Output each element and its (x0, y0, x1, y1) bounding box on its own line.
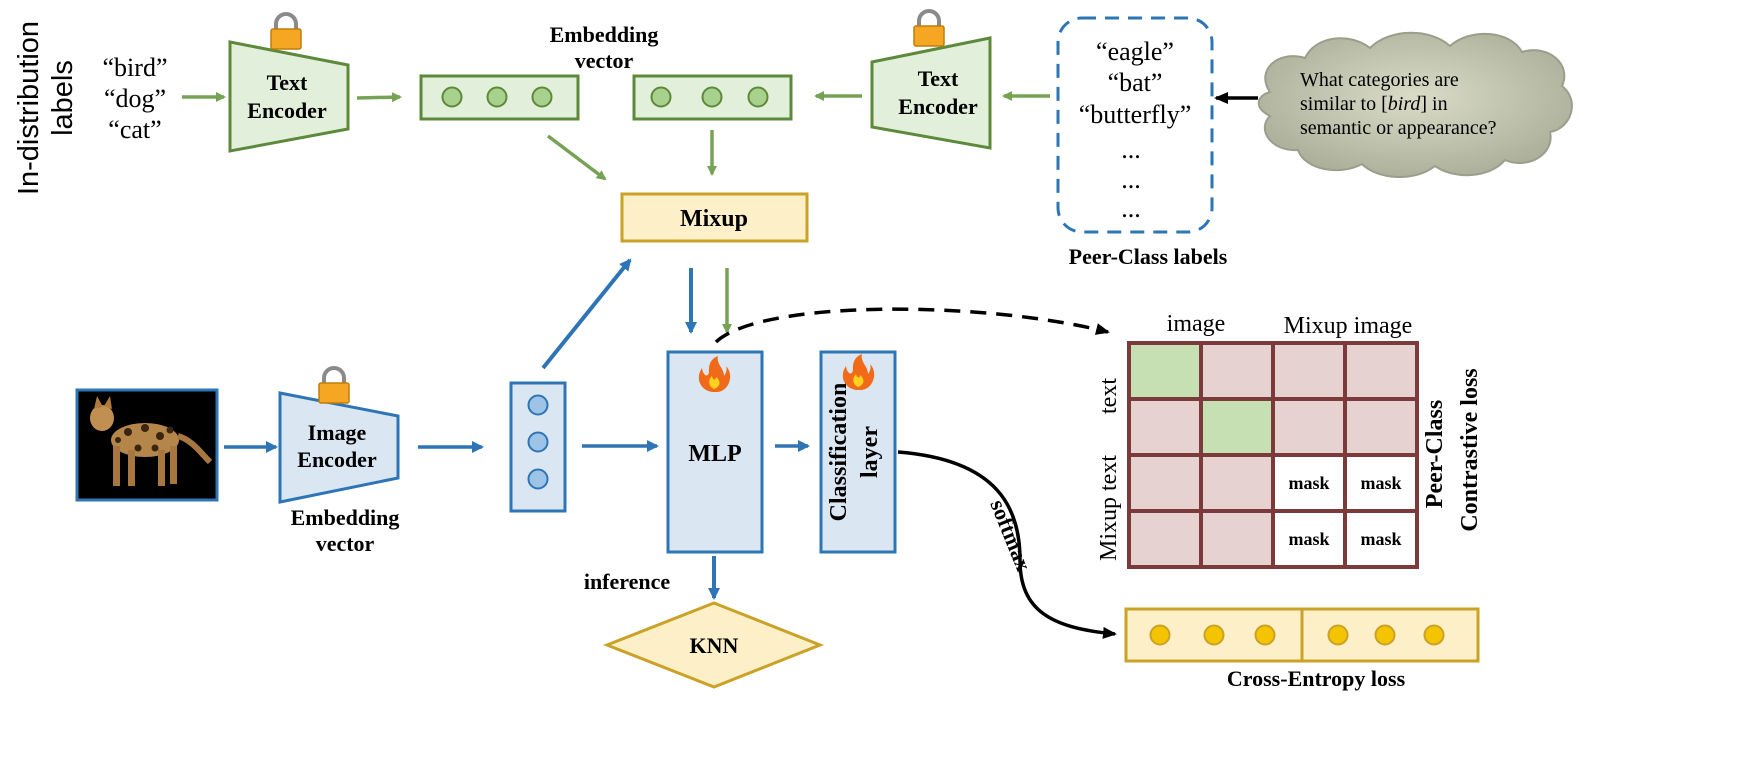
classification-layer-line2: layer (857, 426, 883, 478)
matrix-cell-neg (1343, 397, 1419, 457)
text-encoder-left: Text Encoder (228, 40, 350, 153)
contrastive-loss-line1: Peer-Class (1422, 400, 1448, 508)
fire-icon (698, 356, 731, 392)
matrix-cell-match (1127, 341, 1203, 401)
in-distribution-label: In-distribution labels (13, 21, 79, 195)
matrix-mask-label: mask (1288, 473, 1329, 493)
matrix-col-header-image: image (1167, 311, 1226, 337)
peer-label-bat: “bat” (1108, 68, 1163, 97)
image-encoder: Image Encoder (278, 391, 400, 504)
thought-cloud: What categories are similar to [bird] in… (1257, 31, 1573, 178)
cloud-text-line2: similar to [bird] in (1300, 93, 1448, 115)
matrix-cell-neg (1199, 509, 1275, 569)
arrow-text-encoder-to-embedding (356, 92, 402, 103)
matrix-mask-label: mask (1360, 529, 1401, 549)
id-label-bird: “bird” (103, 53, 168, 82)
cat-image (75, 388, 219, 502)
peer-label-eagle: “eagle” (1096, 37, 1174, 66)
peer-class-caption: Peer-Class labels (1069, 244, 1228, 269)
arrow-embedding-left-to-mixup (546, 134, 607, 181)
peer-label-ellipsis-3: ... (1121, 194, 1141, 223)
image-encoder-line1: Image (308, 420, 367, 445)
text-encoder-right-line2: Encoder (898, 94, 978, 119)
matrix-row-header-mixup-text: Mixup text (1096, 455, 1122, 561)
text-encoder-left-line1: Text (267, 70, 308, 95)
text-encoder-right-shape (870, 36, 992, 150)
id-label-cat: “cat” (108, 115, 161, 144)
id-label-dog: “dog” (104, 84, 166, 113)
lock-icon (913, 9, 945, 47)
matrix-row-header-text: text (1096, 378, 1122, 414)
fire-icon (842, 354, 875, 390)
embedding-vector-bottom-line1: Embedding (291, 505, 400, 530)
knn-diamond: KNN (602, 601, 825, 689)
inference-label: inference (584, 569, 671, 594)
image-encoder-line2: Encoder (297, 447, 377, 472)
matrix-cell-mask (1343, 453, 1419, 513)
matrix-cell-neg (1343, 341, 1419, 401)
lock-icon (270, 12, 302, 50)
cross-entropy-label: Cross-Entropy loss (1227, 666, 1406, 691)
classification-layer-box: Classification layer (819, 350, 897, 554)
arrow-embedding-to-mixup (541, 258, 632, 370)
matrix-cell-neg (1127, 509, 1203, 569)
dashed-arrow-mlp-to-matrix (714, 307, 1110, 344)
softmax-arrow (897, 450, 1117, 639)
matrix-cell-neg (1127, 453, 1203, 513)
id-label-list: “bird” “dog” “cat” (103, 53, 168, 144)
mixup-box: Mixup (620, 192, 809, 243)
matrix-cell-neg (1127, 397, 1203, 457)
matrix-cell-mask (1271, 509, 1347, 569)
embedding-vector-bottom-line2: vector (316, 531, 375, 556)
peer-class-box: “eagle” “bat” “butterfly” ... ... ... (1056, 16, 1214, 234)
in-distribution-label-line2: labels (47, 60, 79, 136)
text-encoder-right: Text Encoder (870, 36, 992, 150)
peer-label-ellipsis-1: ... (1121, 135, 1141, 164)
embedding-vector-image (509, 381, 567, 513)
text-encoder-right-line1: Text (918, 66, 959, 91)
mlp-label: MLP (688, 441, 741, 467)
matrix-cell-neg (1271, 397, 1347, 457)
mixup-label: Mixup (680, 206, 748, 232)
classification-layer-line1: Classification (826, 383, 852, 522)
embedding-vector-top-line1: Embedding (550, 22, 659, 47)
matrix-mask-label: mask (1360, 473, 1401, 493)
matrix-cell-match (1199, 397, 1275, 457)
matrix-cell-mask (1343, 509, 1419, 569)
peer-label-ellipsis-2: ... (1121, 165, 1141, 194)
embedding-vector-top-line2: vector (575, 48, 634, 73)
lock-icon (318, 366, 350, 404)
embedding-vector-left (419, 74, 580, 121)
matrix-cell-neg (1199, 341, 1275, 401)
cloud-text-line3: semantic or appearance? (1300, 117, 1497, 139)
matrix-mask-label: mask (1288, 529, 1329, 549)
text-encoder-left-line2: Encoder (247, 98, 327, 123)
cloud-text-line1: What categories are (1300, 69, 1459, 91)
contrastive-loss-line2: Contrastive loss (1457, 368, 1483, 531)
peer-label-butterfly: “butterfly” (1079, 100, 1192, 129)
text-encoder-left-shape (228, 40, 350, 153)
cross-entropy-vector (1124, 607, 1480, 663)
softmax-label: softmax (985, 496, 1036, 574)
matrix-cell-neg (1271, 341, 1347, 401)
cat-figure (90, 396, 213, 486)
matrix-col-header-mixup-image: Mixup image (1284, 313, 1413, 339)
matrix-cells: mask mask mask mask (1127, 341, 1419, 569)
knn-label: KNN (690, 633, 739, 658)
in-distribution-label-line1: In-distribution (13, 21, 45, 195)
embedding-vector-right (632, 74, 793, 121)
matrix-cell-neg (1199, 453, 1275, 513)
